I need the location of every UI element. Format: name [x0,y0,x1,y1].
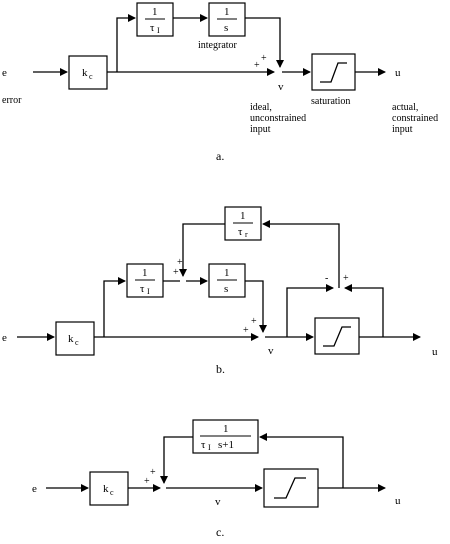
saturation-block [263,468,319,508]
wire-branch-to-tau-i [116,14,136,72]
gain-sub-text: c [75,338,79,347]
sum-c-sign-2: + [150,467,156,478]
sum3-sign-1: - [325,273,328,284]
actual-label-2: constrained [392,113,438,124]
wire-filter-to-sum [160,436,193,484]
gain-block-kc: k c [55,321,95,356]
reset-gain-num: 1 [240,210,246,222]
wire-u-to-sum3 [344,284,384,337]
sum3-sign-2: + [343,273,349,284]
integrator-num: 1 [224,267,230,279]
sum-a-sign-2: + [261,53,267,64]
wire-v-to-sum3 [286,284,334,337]
ideal-label-2: unconstrained [250,113,306,124]
input-e-label: e [2,332,7,344]
ideal-label-3: input [250,124,271,135]
sum1-sign-1: + [173,267,179,278]
sum2-sign-1: + [243,325,249,336]
integral-gain-den-sub: I [147,287,150,296]
filter-den-sub: I [208,443,211,452]
actual-label-3: input [392,124,413,135]
integrator-den: s [224,283,228,295]
integrator-block: 1 s [208,263,246,298]
filter-den: τ [201,439,206,451]
wire-u-to-filter [259,433,344,488]
wire-integrator-to-sum [245,17,284,68]
caption-a: a. [216,149,224,163]
integral-gain-block: 1 τ I [136,2,174,37]
reset-gain-den-sub: r [245,230,248,239]
input-e-label: e [32,483,37,495]
saturation-icon [274,477,306,499]
v-label: v [215,496,221,508]
filter-block: 1 τ I s+1 [192,419,259,454]
caption-b: b. [216,362,225,376]
gain-k-text: k [103,483,109,495]
error-label: error [2,95,22,106]
saturation-block [314,317,360,355]
wire-sum3-to-reset-gain [262,220,340,288]
reset-gain-den: τ [238,226,243,238]
gain-block-kc: k c [89,471,129,506]
wire-reset-gain-to-sum1 [179,223,225,277]
sum1-sign-2: + [177,257,183,268]
output-u-label: u [432,346,438,358]
integral-gain-den: τ [140,283,145,295]
wire-integrator-to-sum2 [245,280,267,333]
input-e-label: e [2,67,7,79]
diagram-c: e k c + + v u 1 τ I s+1 [32,419,401,539]
gain-sub-text: c [110,488,114,497]
gain-k-text: k [82,67,88,79]
output-u-label: u [395,67,401,79]
sum2-sign-2: + [251,316,257,327]
saturation-block [311,53,356,91]
v-label: v [278,81,284,93]
gain-k-text: k [68,333,74,345]
integrator-den: s [224,22,228,34]
diagram-a: e error k c 1 τ I 1 s integrator [2,2,438,163]
actual-label-1: actual, [392,102,418,113]
integral-gain-den-sub: I [157,26,160,35]
ideal-label-1: ideal, [250,102,272,113]
sum-a-sign-1: + [254,60,260,71]
integrator-num: 1 [224,6,230,18]
gain-sub-text: c [89,72,93,81]
v-label: v [268,345,274,357]
gain-block-kc: k c [68,55,108,90]
integrator-block: 1 s [208,2,246,37]
caption-c: c. [216,525,224,539]
integrator-label: integrator [198,40,238,51]
integral-gain-block: 1 τ I [126,263,164,298]
diagram-b: e k c 1 τ I + + 1 s + [2,206,438,376]
integral-gain-num: 1 [142,267,148,279]
reset-gain-block: 1 τ r [224,206,262,241]
wire-branch-to-tau-i [103,277,126,337]
saturation-label: saturation [311,96,350,107]
sum-c-sign-1: + [144,476,150,487]
output-u-label: u [395,495,401,507]
integral-gain-den: τ [150,22,155,34]
saturation-icon [320,62,347,83]
filter-num: 1 [223,423,229,435]
saturation-icon [323,326,351,347]
filter-den-rest: s+1 [218,439,234,451]
integral-gain-num: 1 [152,6,158,18]
